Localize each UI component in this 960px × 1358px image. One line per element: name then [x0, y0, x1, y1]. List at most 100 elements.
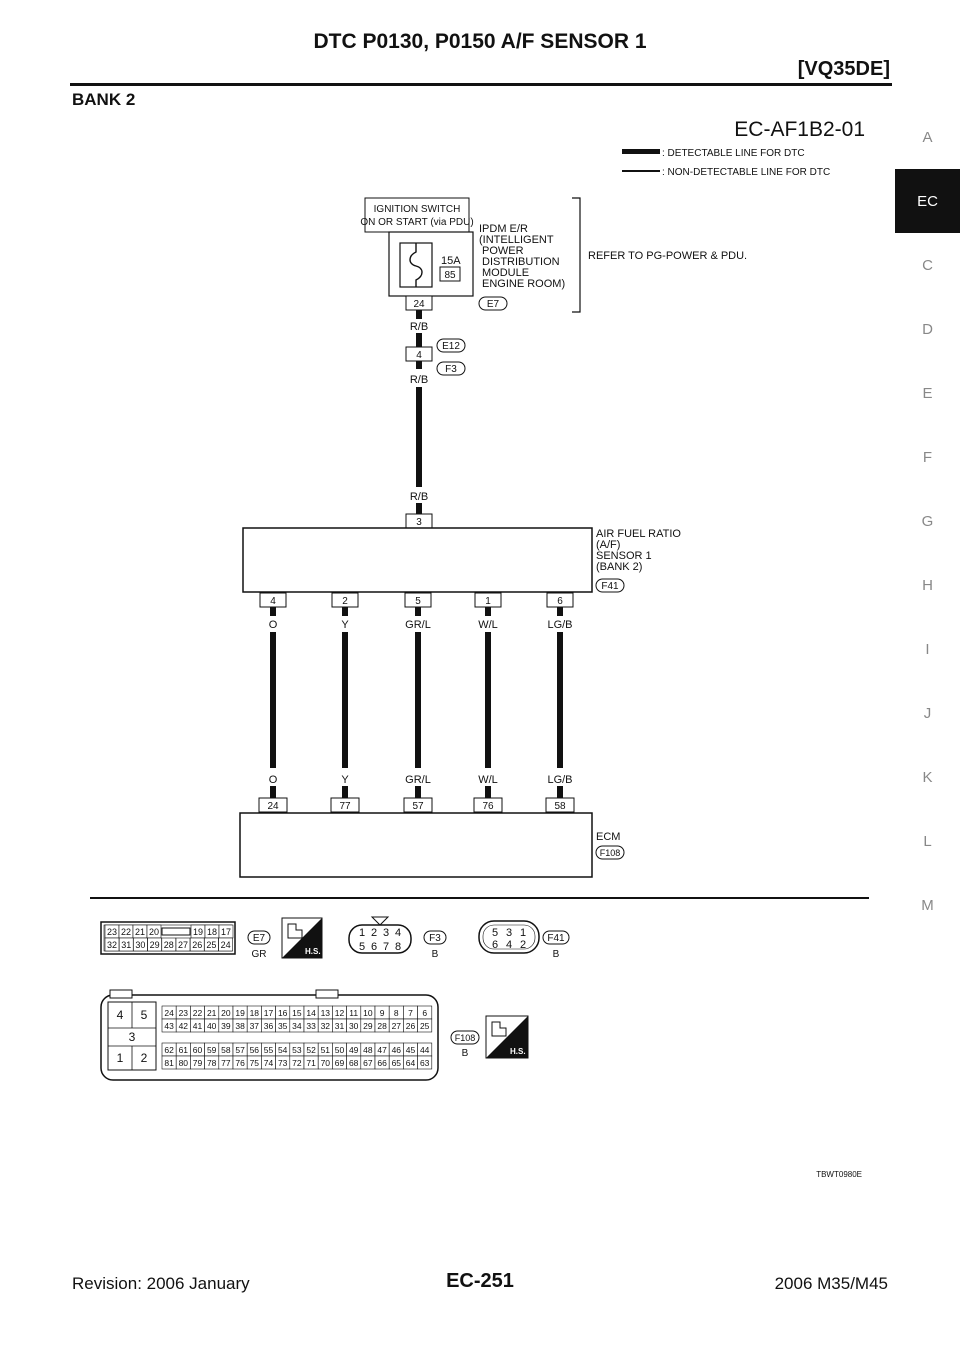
wire-stub: [416, 333, 422, 347]
diagram-divider: [90, 897, 869, 899]
e7-pin: 30: [135, 940, 145, 950]
e7-pin: 17: [221, 927, 231, 937]
f41-pin: 5: [492, 927, 498, 939]
diagram-id: EC-AF1B2-01: [734, 118, 865, 141]
section-tab[interactable]: F: [895, 425, 960, 489]
e7-pin: 20: [149, 927, 159, 937]
section-tab[interactable]: M: [895, 873, 960, 937]
f108-pin: 15: [292, 1008, 302, 1018]
ecm-terminal: 57: [412, 801, 424, 812]
section-tab[interactable]: E: [895, 361, 960, 425]
f108-pin: 30: [349, 1021, 359, 1031]
f108-pin: 77: [221, 1058, 231, 1068]
f108-pin: 64: [406, 1058, 416, 1068]
f108-pin: 43: [164, 1021, 174, 1031]
f108-pin: 14: [306, 1008, 316, 1018]
section-tab[interactable]: C: [895, 233, 960, 297]
f108-pin: 81: [164, 1058, 174, 1068]
e7-pin: 27: [178, 940, 188, 950]
wire-stub: [415, 607, 421, 616]
ipdm-label-2: (INTELLIGENT: [479, 234, 554, 246]
ecm-terminal-box: [473, 797, 503, 813]
tab-label: C: [922, 256, 933, 274]
f3-pin: 1: [359, 927, 365, 939]
ecm-terminal-box: [545, 797, 575, 813]
tab-label: J: [923, 704, 932, 722]
ignition-switch-line2: ON OR START (via PDU): [360, 217, 473, 228]
section-tab[interactable]: A: [895, 105, 960, 169]
f108-pin: 44: [420, 1045, 430, 1055]
ecm-terminal-box: [330, 797, 360, 813]
connector-latch: [109, 989, 133, 999]
connector-f3-color: B: [432, 949, 439, 960]
section-tab[interactable]: I: [895, 617, 960, 681]
f108-pin: 66: [377, 1058, 387, 1068]
fuse-number-box: [439, 266, 461, 282]
af-sensor-label-4: (BANK 2): [596, 561, 642, 573]
f108-pin: 17: [264, 1008, 274, 1018]
f3-pin: 7: [383, 941, 389, 953]
f108-pin: 4: [117, 1008, 124, 1022]
section-tab[interactable]: L: [895, 809, 960, 873]
f108-pin: 31: [335, 1021, 345, 1031]
section-tab-active[interactable]: EC: [895, 169, 960, 233]
f108-pin: 54: [278, 1045, 288, 1055]
f108-pin: 6: [422, 1008, 427, 1018]
f108-pin: 75: [250, 1058, 260, 1068]
ecm-terminal: 24: [267, 801, 279, 812]
f108-pin: 71: [306, 1058, 316, 1068]
f108-pin: 56: [250, 1045, 260, 1055]
wire-stub: [557, 607, 563, 616]
section-tab[interactable]: K: [895, 745, 960, 809]
f108-pin: 24: [164, 1008, 174, 1018]
wire-stub: [485, 786, 491, 798]
section-tab[interactable]: G: [895, 489, 960, 553]
page-number: EC-251: [446, 1270, 514, 1292]
f108-pin: 78: [207, 1058, 217, 1068]
af-sensor-label-1: AIR FUEL RATIO: [596, 528, 681, 540]
f108-pin: 41: [193, 1021, 203, 1031]
f3-pin: 6: [371, 941, 377, 953]
af-sensor-label-3: SENSOR 1: [596, 550, 652, 562]
f108-pin: 74: [264, 1058, 274, 1068]
ipdm-connector-badge: [478, 296, 508, 311]
wire-color-lower: GR/L: [405, 774, 431, 786]
f108-pin: 59: [207, 1045, 217, 1055]
f108-pin: 2: [141, 1051, 148, 1065]
f3-pin: 4: [395, 927, 401, 939]
f108-pin: 49: [349, 1045, 359, 1055]
f108-pin: 72: [292, 1058, 302, 1068]
f108-pin: 76: [235, 1058, 245, 1068]
f108-pin: 5: [141, 1008, 148, 1022]
wire-stub: [270, 786, 276, 798]
e7-pin: 18: [207, 927, 217, 937]
e7-pin: 19: [193, 927, 203, 937]
e7-pin: 21: [135, 927, 145, 937]
connector-f108-id: F108: [455, 1033, 476, 1043]
f108-pin: 29: [363, 1021, 373, 1031]
f108-pin: 22: [193, 1008, 203, 1018]
wire-color-mid: R/B: [410, 374, 428, 386]
ipdm-label-6: ENGINE ROOM): [482, 278, 565, 290]
wire-stub: [416, 503, 422, 514]
wire-color-bottom: R/B: [410, 491, 428, 503]
f3-pin: 3: [383, 927, 389, 939]
section-tab[interactable]: J: [895, 681, 960, 745]
pin-cell: [417, 1055, 433, 1070]
ipdm-label-4: DISTRIBUTION: [482, 256, 560, 268]
section-tab[interactable]: H: [895, 553, 960, 617]
wire-color-upper: Y: [341, 619, 349, 631]
ignition-switch-line1: IGNITION SWITCH: [374, 204, 461, 215]
ecm-terminal-box: [258, 797, 288, 813]
tab-label: I: [925, 640, 930, 658]
pin-cell: [218, 937, 233, 952]
section-tab[interactable]: D: [895, 297, 960, 361]
f41-pin: 3: [506, 927, 512, 939]
af-sensor-box: [242, 527, 593, 593]
f108-pin: 69: [335, 1058, 345, 1068]
wire-stub: [415, 786, 421, 798]
pin-cell: [417, 1018, 433, 1033]
f108-pin: 12: [335, 1008, 345, 1018]
harness-side-icon: H.S.: [485, 1015, 529, 1059]
